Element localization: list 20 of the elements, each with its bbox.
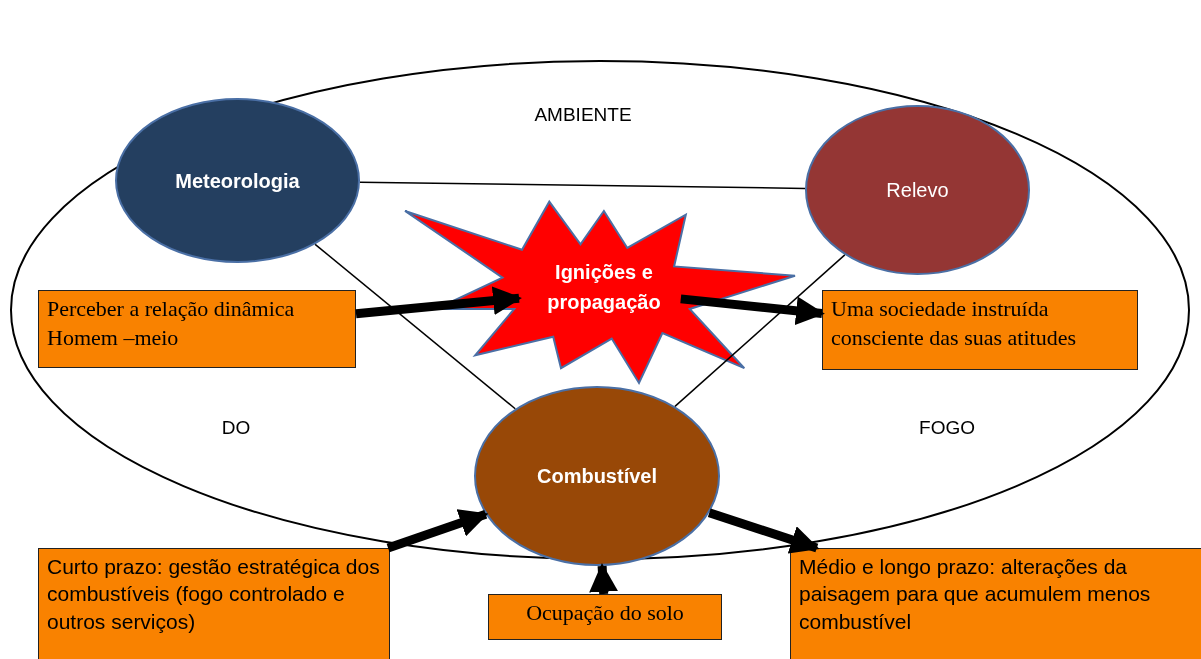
arrow xyxy=(680,294,825,326)
node-label: FOGO xyxy=(919,417,975,439)
arrow xyxy=(355,286,522,319)
node-label: AMBIENTE xyxy=(534,104,632,126)
node-label: Ignições e propagação xyxy=(546,259,662,315)
node-label: Meteorologia xyxy=(175,168,300,194)
arrow xyxy=(386,509,489,553)
arrow xyxy=(707,508,820,554)
text-box: Uma sociedade instruída consciente das suas atitudes xyxy=(822,290,1138,370)
text-box: Perceber a relação dinâmica Homem –meio xyxy=(38,290,356,368)
node-label: DO xyxy=(221,417,251,439)
text-box: Curto prazo: gestão estratégica dos combustíveis (fogo controlado e outros serviços) xyxy=(38,548,390,659)
arrow xyxy=(589,563,618,595)
node-label: Combustível xyxy=(537,464,657,489)
connector-line xyxy=(674,254,846,408)
connector-line xyxy=(359,181,806,190)
text-box: Médio e longo prazo: alterações da paisagem para que acumulem menos combustível xyxy=(790,548,1201,659)
text-box: Ocupação do solo xyxy=(488,594,722,640)
node-label: Relevo xyxy=(886,178,949,203)
connector-line xyxy=(314,243,516,410)
